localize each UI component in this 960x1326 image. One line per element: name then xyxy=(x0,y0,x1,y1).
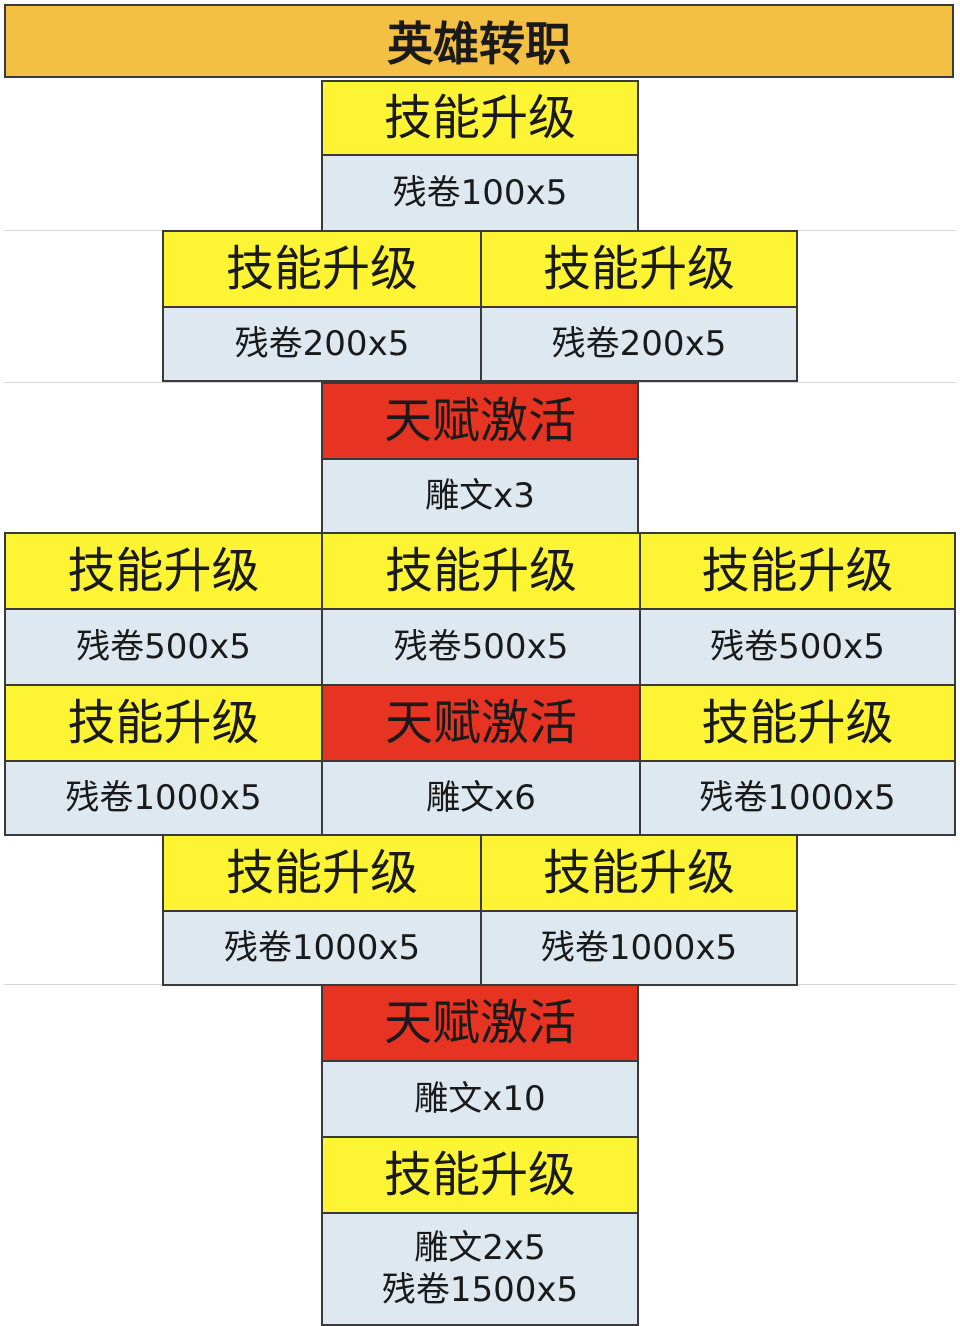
skill-upgrade-cell: 技能升级 xyxy=(321,80,639,156)
skill-upgrade-cell: 技能升级 xyxy=(4,684,323,762)
skill-upgrade-cell: 技能升级 xyxy=(480,230,798,308)
cost-cell: 雕文x3 xyxy=(321,458,639,534)
cost-cell: 雕文x10 xyxy=(321,1060,639,1138)
cost-cell: 残卷100x5 xyxy=(321,154,639,232)
cost-cell: 残卷500x5 xyxy=(639,608,956,686)
skill-upgrade-cell: 技能升级 xyxy=(4,532,323,610)
talent-activate-cell: 天赋激活 xyxy=(321,984,639,1062)
skill-upgrade-cell: 技能升级 xyxy=(639,532,956,610)
skill-upgrade-cell: 技能升级 xyxy=(321,532,641,610)
final-cost-cell: 雕文2x5 残卷1500x5 xyxy=(321,1212,639,1326)
cost-cell: 残卷200x5 xyxy=(162,306,482,382)
cost-cell: 残卷500x5 xyxy=(321,608,641,686)
cost-cell: 雕文x6 xyxy=(321,760,641,836)
skill-upgrade-cell: 技能升级 xyxy=(162,230,482,308)
cost-line-glyph: 雕文2x5 xyxy=(414,1227,546,1268)
skill-upgrade-cell: 技能升级 xyxy=(639,684,956,762)
cost-cell: 残卷1000x5 xyxy=(162,910,482,986)
cost-cell: 残卷200x5 xyxy=(480,306,798,382)
talent-activate-cell: 天赋激活 xyxy=(321,382,639,460)
skill-upgrade-cell: 技能升级 xyxy=(162,834,482,912)
skill-upgrade-cell: 技能升级 xyxy=(321,1136,639,1214)
cost-cell: 残卷1000x5 xyxy=(480,910,798,986)
cost-cell: 残卷1000x5 xyxy=(639,760,956,836)
talent-activate-cell: 天赋激活 xyxy=(321,684,641,762)
cost-cell: 残卷1000x5 xyxy=(4,760,323,836)
skill-upgrade-cell: 技能升级 xyxy=(480,834,798,912)
cost-line-scroll: 残卷1500x5 xyxy=(381,1270,579,1310)
cost-cell: 残卷500x5 xyxy=(4,608,323,686)
page-title: 英雄转职 xyxy=(4,4,954,78)
